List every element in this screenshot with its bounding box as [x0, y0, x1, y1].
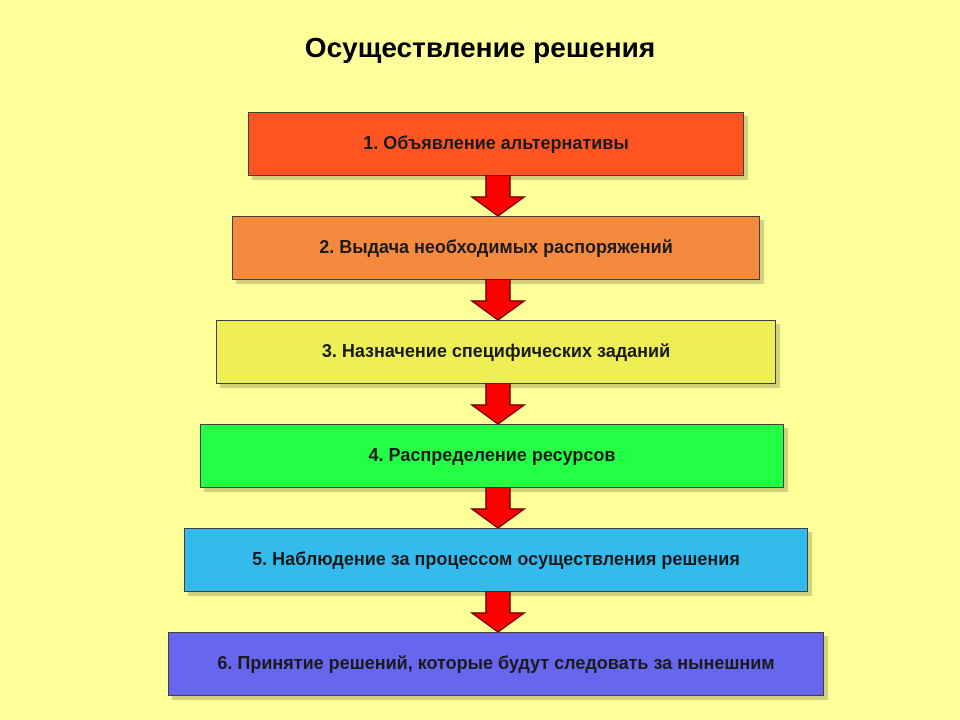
step-box-2: 2. Выдача необходимых распоряжений — [232, 216, 760, 280]
step-label-6: 6. Принятие решений, которые будут следо… — [217, 653, 775, 674]
step-label-3: 3. Назначение специфических заданий — [321, 341, 671, 362]
step-label-2: 2. Выдача необходимых распоряжений — [319, 237, 673, 258]
down-arrow-icon — [470, 487, 526, 529]
step-label-1: 1. Объявление альтернативы — [363, 133, 629, 154]
page-title: Осуществление решения — [304, 32, 656, 63]
down-arrow-icon — [470, 175, 526, 217]
step-box-1: 1. Объявление альтернативы — [248, 112, 744, 176]
step-box-5: 5. Наблюдение за процессом осуществления… — [184, 528, 808, 592]
step-label-5: 5. Наблюдение за процессом осуществления… — [252, 549, 740, 570]
down-arrow-icon — [470, 279, 526, 321]
step-label-4: 4. Распределение ресурсов — [368, 445, 616, 466]
step-box-3: 3. Назначение специфических заданий — [216, 320, 776, 384]
down-arrow-icon — [470, 383, 526, 425]
step-box-4: 4. Распределение ресурсов — [200, 424, 784, 488]
step-box-6: 6. Принятие решений, которые будут следо… — [168, 632, 824, 696]
down-arrow-icon — [470, 591, 526, 633]
